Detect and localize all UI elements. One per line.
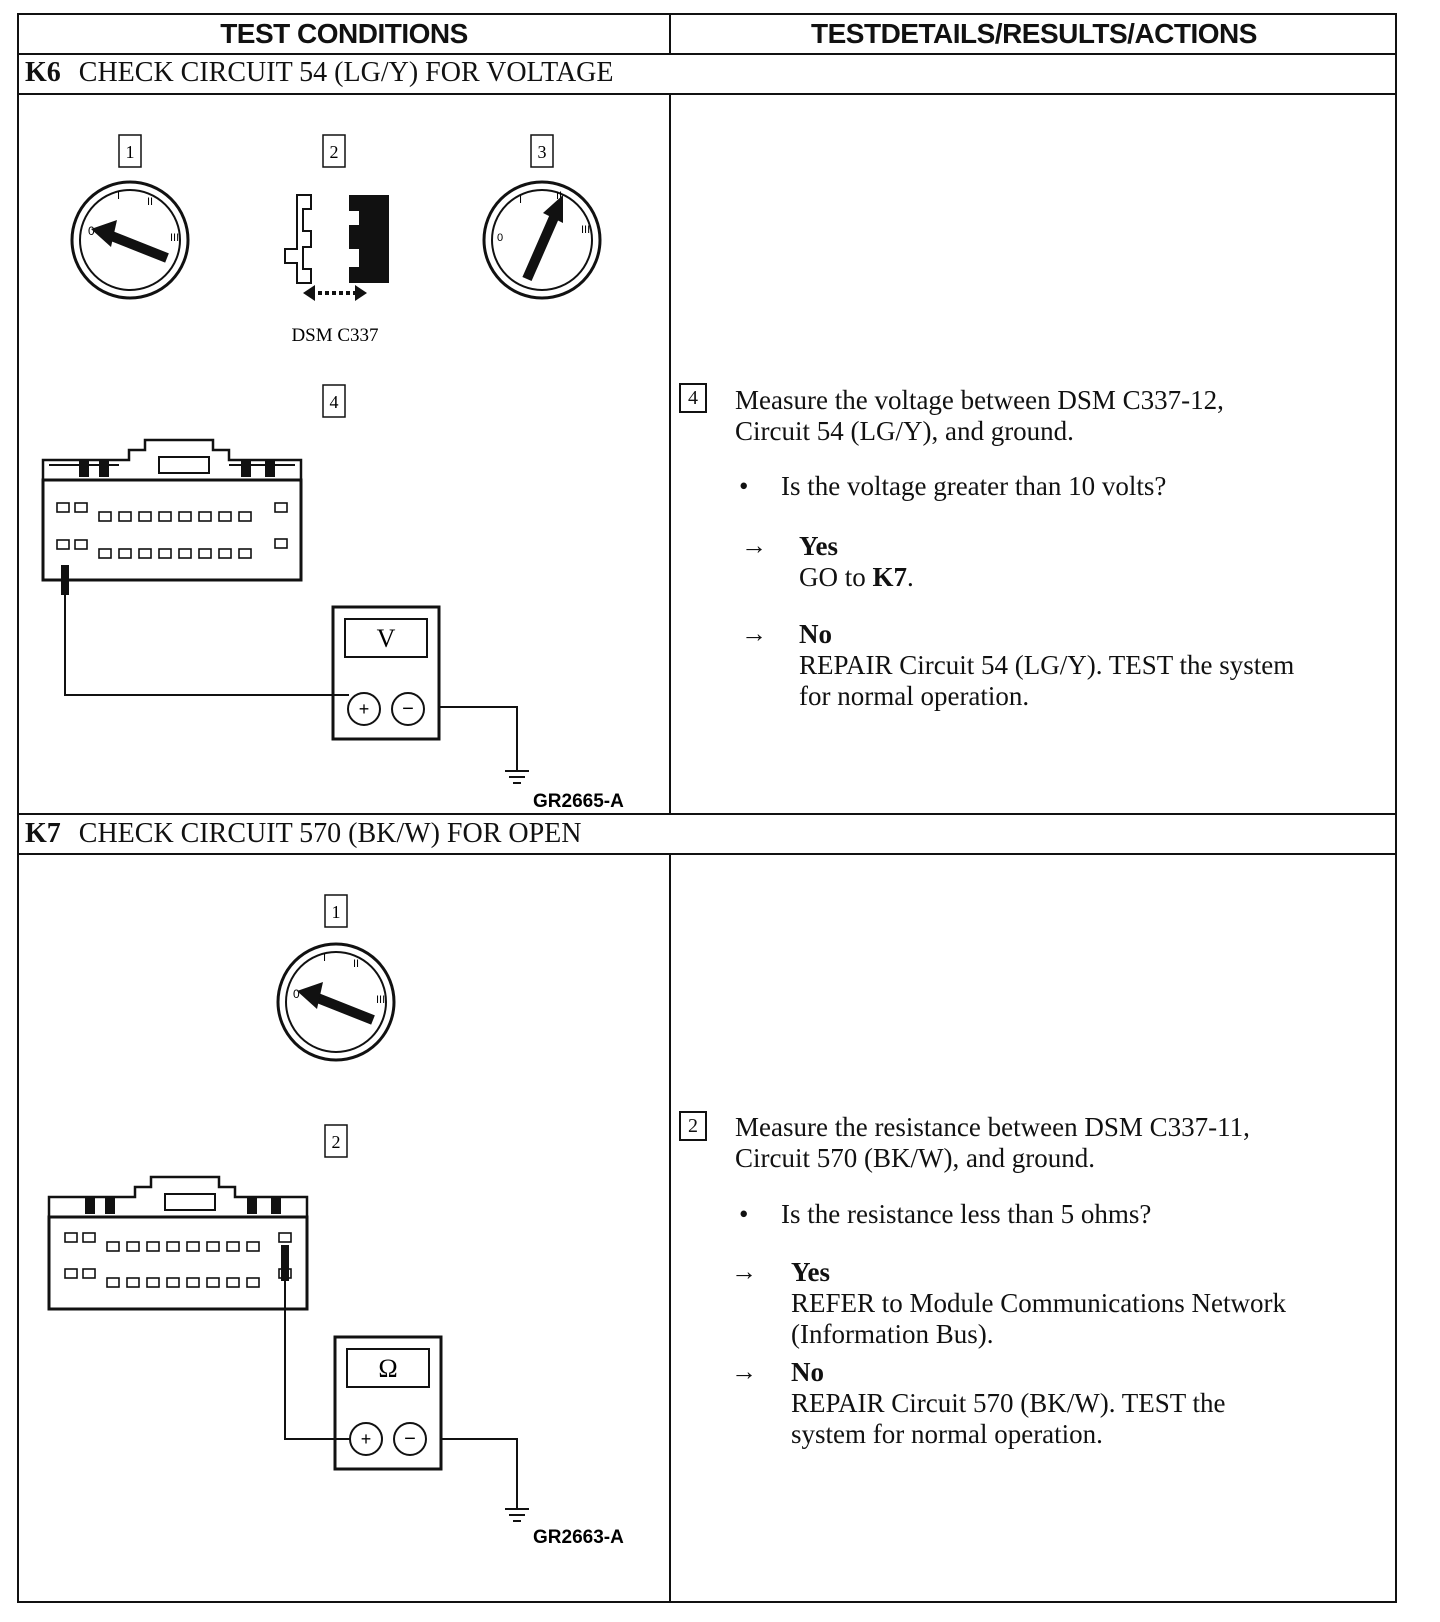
ignition-switch-off-icon: 0 I II III	[70, 180, 190, 300]
bullet-icon: •	[739, 471, 749, 501]
svg-text:0: 0	[88, 224, 95, 238]
multi-pin-connector-icon	[47, 1175, 309, 1311]
k6-step-1-label: 1	[126, 142, 135, 162]
test-procedure-table: TEST CONDITIONS TESTDETAILS/RESULTS/ACTI…	[17, 13, 1397, 1603]
svg-text:II: II	[147, 196, 153, 208]
k6-diagram: 1 2 3 4 0 I II III DSM C337	[41, 134, 624, 811]
k7-yes-action: REFER to Module Communications Network	[791, 1288, 1286, 1318]
k6-title-text: CHECK CIRCUIT 54 (LG/Y) FOR VOLTAGE	[78, 57, 614, 88]
multi-pin-connector-icon	[41, 438, 303, 582]
k6-no-action: for normal operation.	[799, 681, 1030, 711]
k7-instruction-line: Measure the resistance between DSM C337-…	[735, 1112, 1250, 1142]
svg-text:0: 0	[497, 232, 503, 244]
k6-no-label: No	[799, 619, 832, 649]
divider	[669, 853, 671, 1603]
k7-instruction: Measure the resistance between DSM C337-…	[735, 1112, 1250, 1174]
divider	[19, 853, 1395, 855]
header-test-conditions: TEST CONDITIONS	[220, 18, 468, 49]
k7-no-action: system for normal operation.	[791, 1419, 1103, 1449]
k6-no-action: REPAIR Circuit 54 (LG/Y). TEST the syste…	[799, 650, 1295, 680]
k7-step-box: 2	[679, 1111, 707, 1141]
k7-step-1-label: 1	[332, 902, 341, 922]
k6-section-title: K6 CHECK CIRCUIT 54 (LG/Y) FOR VOLTAGE	[25, 57, 614, 89]
svg-text:III: III	[376, 994, 385, 1006]
svg-text:0: 0	[293, 987, 300, 1001]
arrow-right-icon: →	[741, 619, 767, 648]
k7-question: Is the resistance less than 5 ohms?	[781, 1199, 1152, 1229]
svg-text:II: II	[556, 190, 562, 202]
k6-step-box: 4	[679, 383, 707, 413]
k6-yes-target: K7	[872, 562, 908, 592]
k7-no-action: REPAIR Circuit 570 (BK/W). TEST the	[791, 1388, 1226, 1418]
k6-yes-action: GO to K7.	[799, 562, 914, 592]
bullet-icon: •	[739, 1199, 749, 1229]
k6-connector-label: DSM C337	[291, 325, 378, 346]
svg-text:III: III	[581, 224, 590, 236]
k6-instruction-line: Measure the voltage between DSM C337-12,	[735, 385, 1224, 415]
k7-figure-code: GR2663-A	[533, 1527, 624, 1548]
ohmmeter-icon: Ω + −	[281, 1245, 518, 1509]
ignition-switch-run-icon: 0 I II III	[482, 180, 602, 300]
k7-no-label: No	[791, 1357, 824, 1387]
k7-title-text: CHECK CIRCUIT 570 (BK/W) FOR OPEN	[78, 818, 582, 849]
k6-step-4-label: 4	[330, 392, 339, 412]
arrow-right-icon: →	[731, 1257, 757, 1286]
arrow-right-icon: →	[731, 1357, 757, 1386]
k6-yes-branch: Yes GO to K7.	[799, 531, 914, 593]
svg-text:+: +	[359, 699, 370, 719]
k7-meter-symbol: Ω	[378, 1354, 397, 1383]
k7-yes-label: Yes	[791, 1257, 830, 1287]
connector-disconnect-icon: DSM C337	[284, 194, 389, 346]
k6-step-id: K6	[25, 57, 61, 88]
ignition-switch-off-icon: 0 I II III	[276, 942, 396, 1062]
k7-yes-action: (Information Bus).	[791, 1319, 994, 1349]
arrow-right-icon: →	[741, 531, 767, 560]
svg-text:I: I	[117, 190, 120, 202]
k6-question: Is the voltage greater than 10 volts?	[781, 471, 1167, 501]
k6-no-branch: No REPAIR Circuit 54 (LG/Y). TEST the sy…	[799, 619, 1294, 712]
svg-text:III: III	[170, 232, 179, 244]
svg-text:−: −	[404, 1428, 416, 1450]
k7-diagram: 1 0 I II III 2	[47, 894, 624, 1548]
k7-no-branch: No REPAIR Circuit 570 (BK/W). TEST the s…	[791, 1357, 1226, 1450]
divider	[669, 15, 671, 53]
k7-instruction-line: Circuit 570 (BK/W), and ground.	[735, 1143, 1095, 1173]
k7-step-id: K7	[25, 818, 61, 849]
svg-text:−: −	[402, 698, 414, 720]
voltmeter-icon: V + −	[61, 565, 518, 771]
k6-figure-code: GR2665-A	[533, 791, 624, 811]
ground-icon	[505, 770, 529, 784]
divider	[19, 813, 1395, 815]
k6-yes-label: Yes	[799, 531, 838, 561]
svg-text:I: I	[519, 194, 522, 206]
svg-text:+: +	[361, 1429, 372, 1449]
header-test-details: TESTDETAILS/RESULTS/ACTIONS	[811, 18, 1257, 49]
k7-step-2-label: 2	[332, 1132, 341, 1152]
divider	[669, 93, 671, 813]
k7-yes-branch: Yes REFER to Module Communications Netwo…	[791, 1257, 1286, 1350]
k6-instruction-line: Circuit 54 (LG/Y), and ground.	[735, 416, 1074, 446]
svg-text:I: I	[323, 952, 326, 964]
k6-step-3-label: 3	[538, 142, 547, 162]
svg-text:II: II	[353, 958, 359, 970]
k7-section-title: K7 CHECK CIRCUIT 570 (BK/W) FOR OPEN	[25, 818, 582, 850]
divider	[19, 93, 1395, 95]
divider	[19, 53, 1395, 55]
ground-icon	[505, 1508, 529, 1522]
k6-step-2-label: 2	[330, 142, 339, 162]
k6-meter-symbol: V	[377, 624, 396, 653]
k6-instruction: Measure the voltage between DSM C337-12,…	[735, 385, 1224, 447]
